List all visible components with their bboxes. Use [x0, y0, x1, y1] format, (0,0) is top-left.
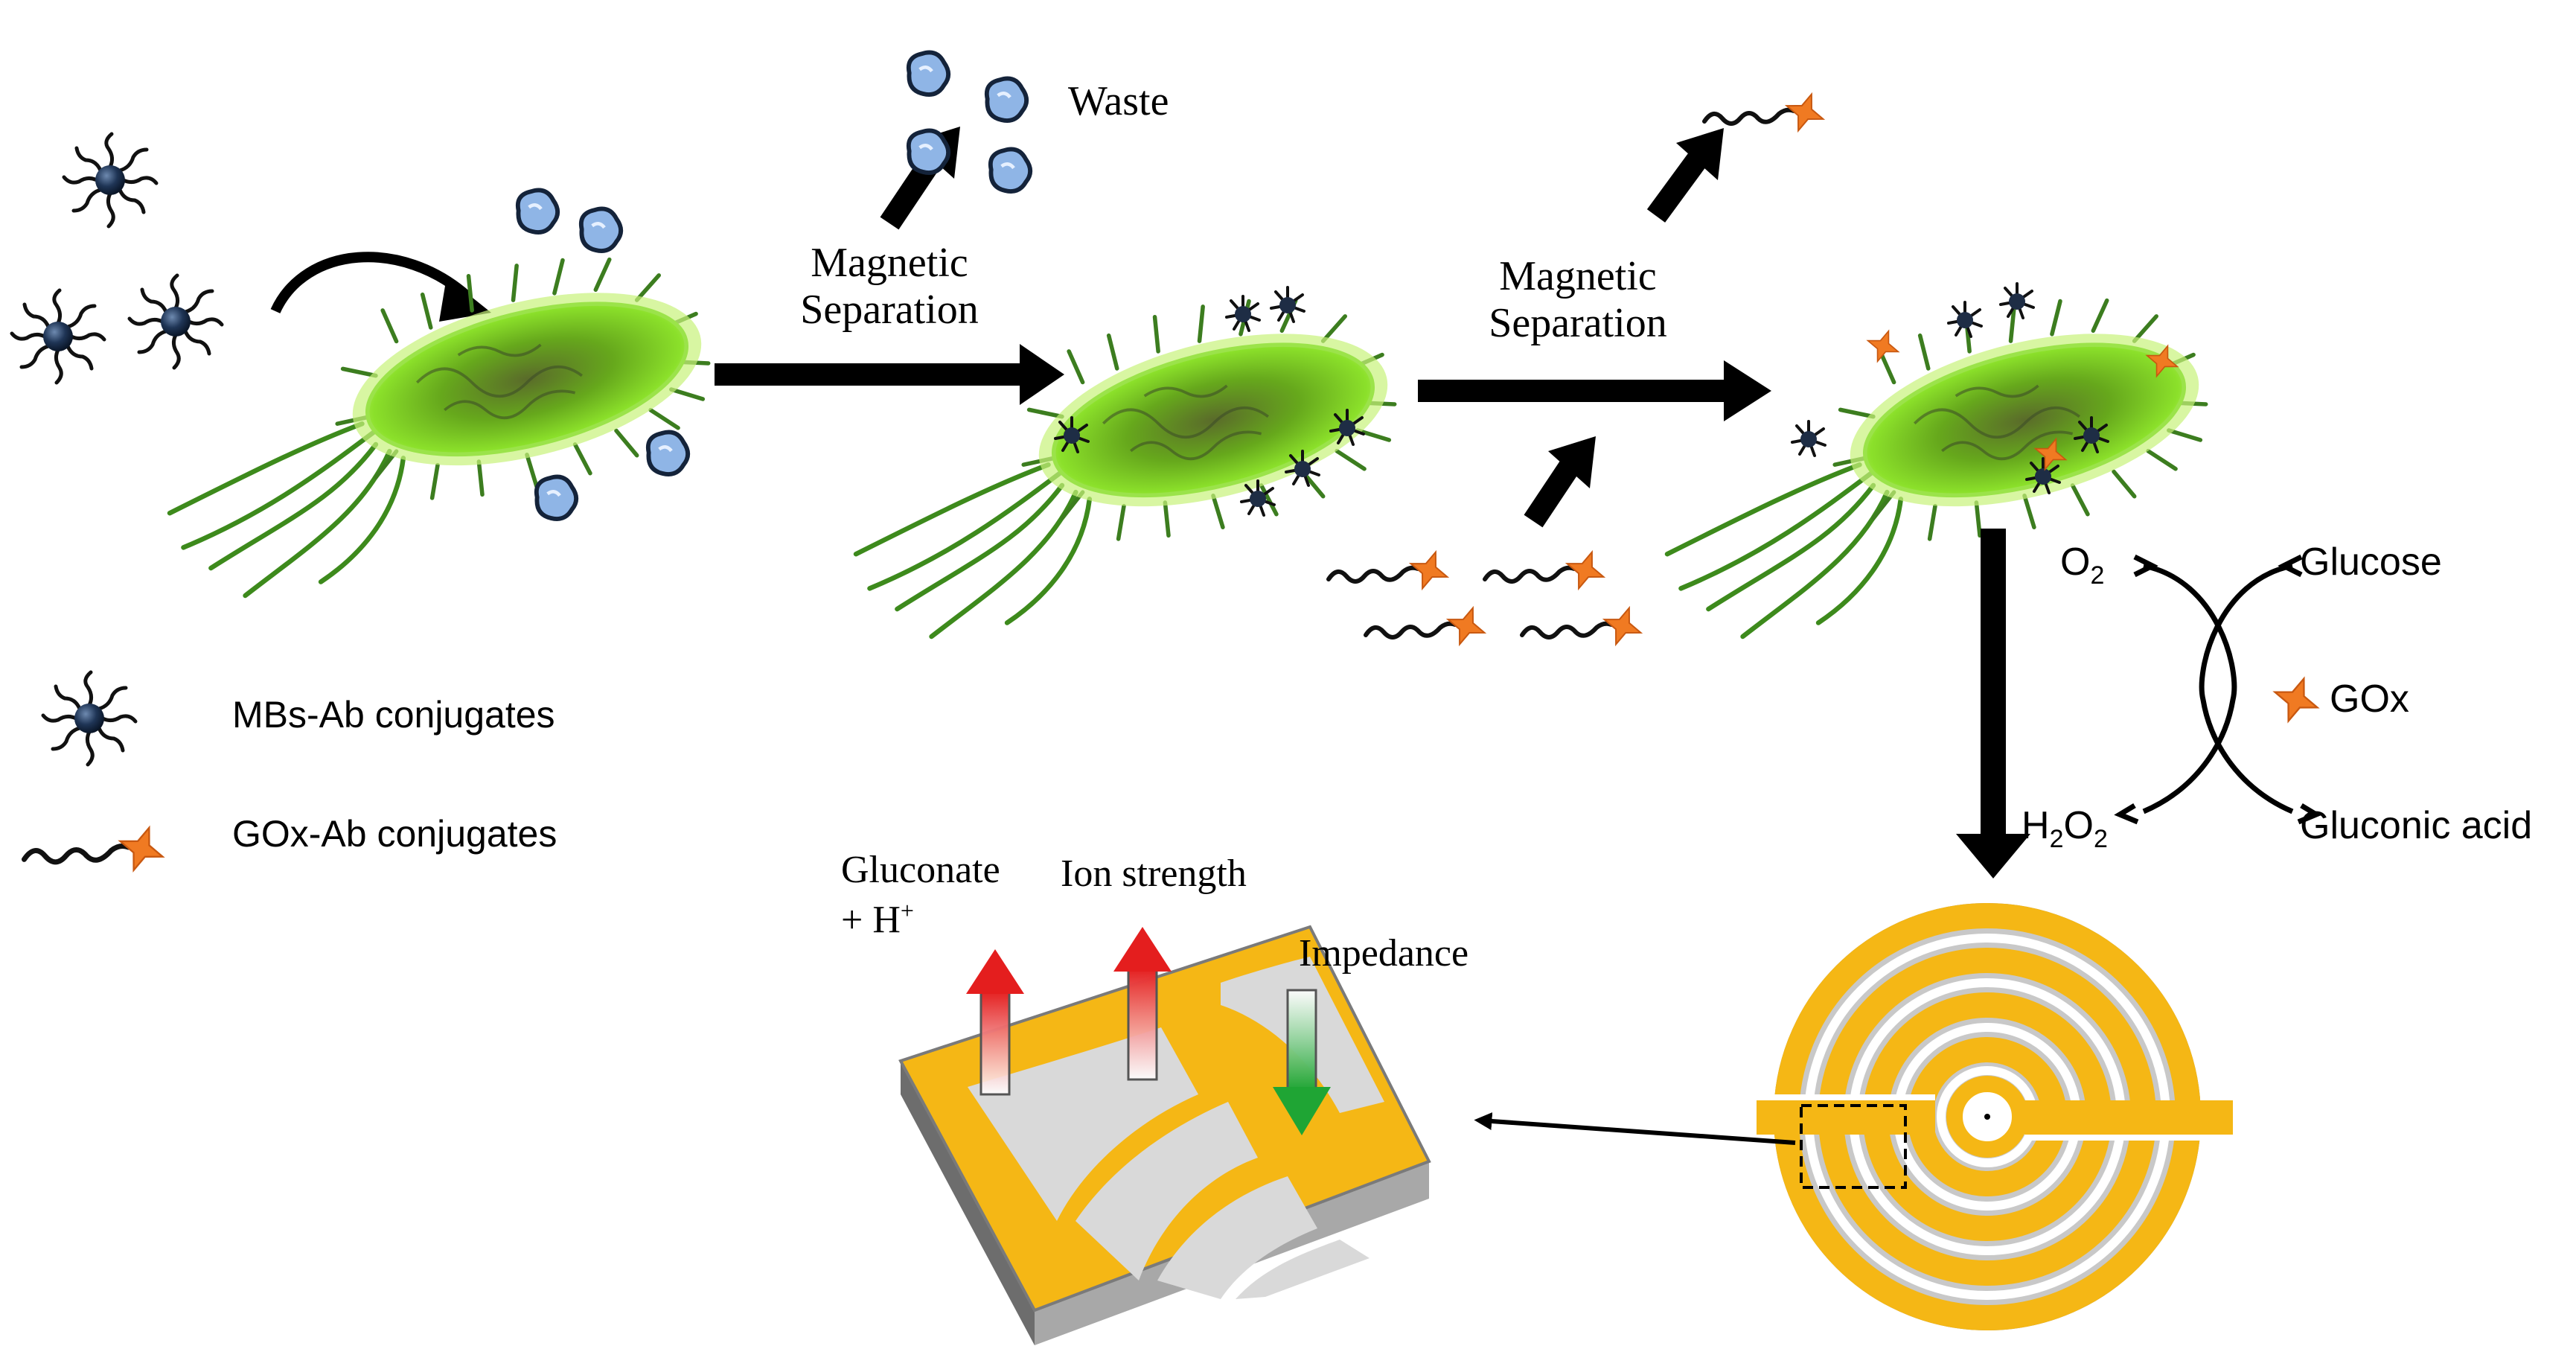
zoom-arrow [1474, 1112, 1796, 1145]
gox-ab-icon [1329, 546, 1454, 596]
magnetic-bead-antibody-icon [43, 672, 135, 765]
antigen-icon [518, 190, 557, 232]
magnetic-separation-label-2: Magnetic Separation [1489, 253, 1667, 346]
waste-antigen-icon [987, 78, 1026, 121]
gluconate-label: Gluconate [841, 849, 1000, 891]
separation1-arrow-shaft [715, 363, 1027, 386]
impedance-label: Impedance [1299, 932, 1469, 975]
step2-group [856, 286, 1405, 637]
zoom-region-box [1800, 1104, 1907, 1189]
antigen-icon [537, 476, 576, 519]
bound-bead-icon [1947, 301, 1983, 338]
out-arrow-shaft [1646, 153, 1707, 223]
curved-arrow [270, 252, 471, 314]
h-plus-text: + H [841, 899, 901, 942]
o2-to-h2o2-curve [2142, 563, 2237, 814]
detection-arrow [1956, 529, 2030, 878]
out-arrow-head [1676, 128, 1724, 180]
separation2-group [1329, 88, 1829, 651]
antigen-icon [581, 208, 621, 251]
circular-electrode [1757, 903, 2233, 1330]
impedance-down-arrow [1286, 989, 1317, 1092]
legend-item-gox-ab: GOx-Ab conjugates [232, 813, 557, 855]
step1-group [12, 134, 719, 596]
mbead-icon [130, 275, 222, 368]
in-arrow-shaft [1524, 461, 1579, 528]
separation2-arrow-shaft [1418, 380, 1730, 402]
waste-antigen-icon [909, 52, 948, 95]
gox-ab-icon [1485, 546, 1610, 596]
h2o2-label: H2O2 [2022, 804, 2108, 853]
separation1-arrow-head [1020, 344, 1064, 405]
gluconic-acid-label: Gluconic acid [2300, 804, 2532, 847]
gluconate-up-arrow [979, 989, 1011, 1096]
magnetic-separation-label-1: Magnetic Separation [800, 240, 979, 333]
bound-bead-icon [1791, 420, 1826, 457]
h-plus-sup: + [900, 897, 914, 924]
gox-ab-icon [1366, 602, 1491, 651]
gox-catalyst-icon [2266, 669, 2327, 730]
o2-label: O2 [2060, 540, 2104, 590]
separation1-group [715, 52, 1064, 405]
signal-arrows [966, 927, 1331, 1135]
h-plus-label: + H+ [841, 897, 914, 943]
ion-strength-up-arrow [1127, 966, 1158, 1081]
bacterium-icon [1667, 301, 2217, 637]
waste-antigen-icon [909, 130, 948, 173]
bound-bead-icon [1999, 282, 2035, 319]
antigen-icon [648, 432, 688, 474]
bacterium-icon [856, 301, 1405, 637]
reaction-scheme [2114, 554, 2322, 825]
glucose-to-gluconic-curve [2199, 563, 2294, 814]
gox-ab-icon [1522, 602, 1647, 651]
separation2-arrow-head [1724, 360, 1771, 421]
curved-arrow-head [439, 277, 491, 322]
legend-item-mbs-ab: MBs-Ab conjugates [232, 694, 555, 736]
step3-group [1667, 282, 2217, 637]
gox-label: GOx [2330, 677, 2409, 721]
ion-strength-label: Ion strength [1061, 852, 1247, 895]
glucose-label: Glucose [2300, 540, 2442, 584]
in-arrow-head [1548, 436, 1596, 488]
mbead-icon [64, 134, 156, 226]
gox-antibody-icon [25, 820, 170, 878]
waste-label: Waste [1068, 78, 1169, 124]
mbead-icon [12, 290, 104, 383]
waste-antigen-icon [991, 149, 1030, 191]
